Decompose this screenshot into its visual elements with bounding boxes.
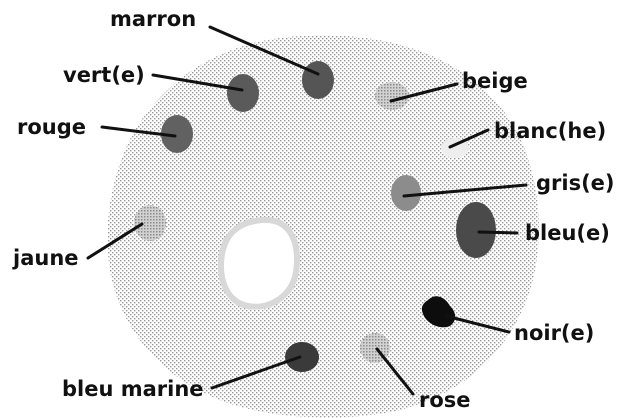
paint-blob-beige <box>375 82 409 110</box>
paint-blob-gris <box>391 175 421 211</box>
paint-blob-vert <box>227 74 259 112</box>
label-marron: marron <box>110 7 196 31</box>
label-rose: rose <box>419 388 471 412</box>
label-rouge: rouge <box>17 115 86 139</box>
label-bleu-marine: bleu marine <box>62 377 204 401</box>
label-noir: noir(e) <box>514 321 594 345</box>
label-gris: gris(e) <box>536 171 615 195</box>
paint-blob-marron <box>302 61 334 99</box>
paint-blob-bleu-marine <box>285 342 319 372</box>
label-jaune: jaune <box>12 246 79 270</box>
label-beige: beige <box>462 69 528 93</box>
label-blanc: blanc(he) <box>494 119 606 143</box>
paint-blob-jaune <box>134 205 166 241</box>
paint-blob-bleu <box>456 202 496 258</box>
leader-bleu <box>479 232 517 233</box>
label-bleu: bleu(e) <box>525 221 610 245</box>
label-vert: vert(e) <box>63 63 145 87</box>
palette-thumb-hole <box>221 220 297 307</box>
